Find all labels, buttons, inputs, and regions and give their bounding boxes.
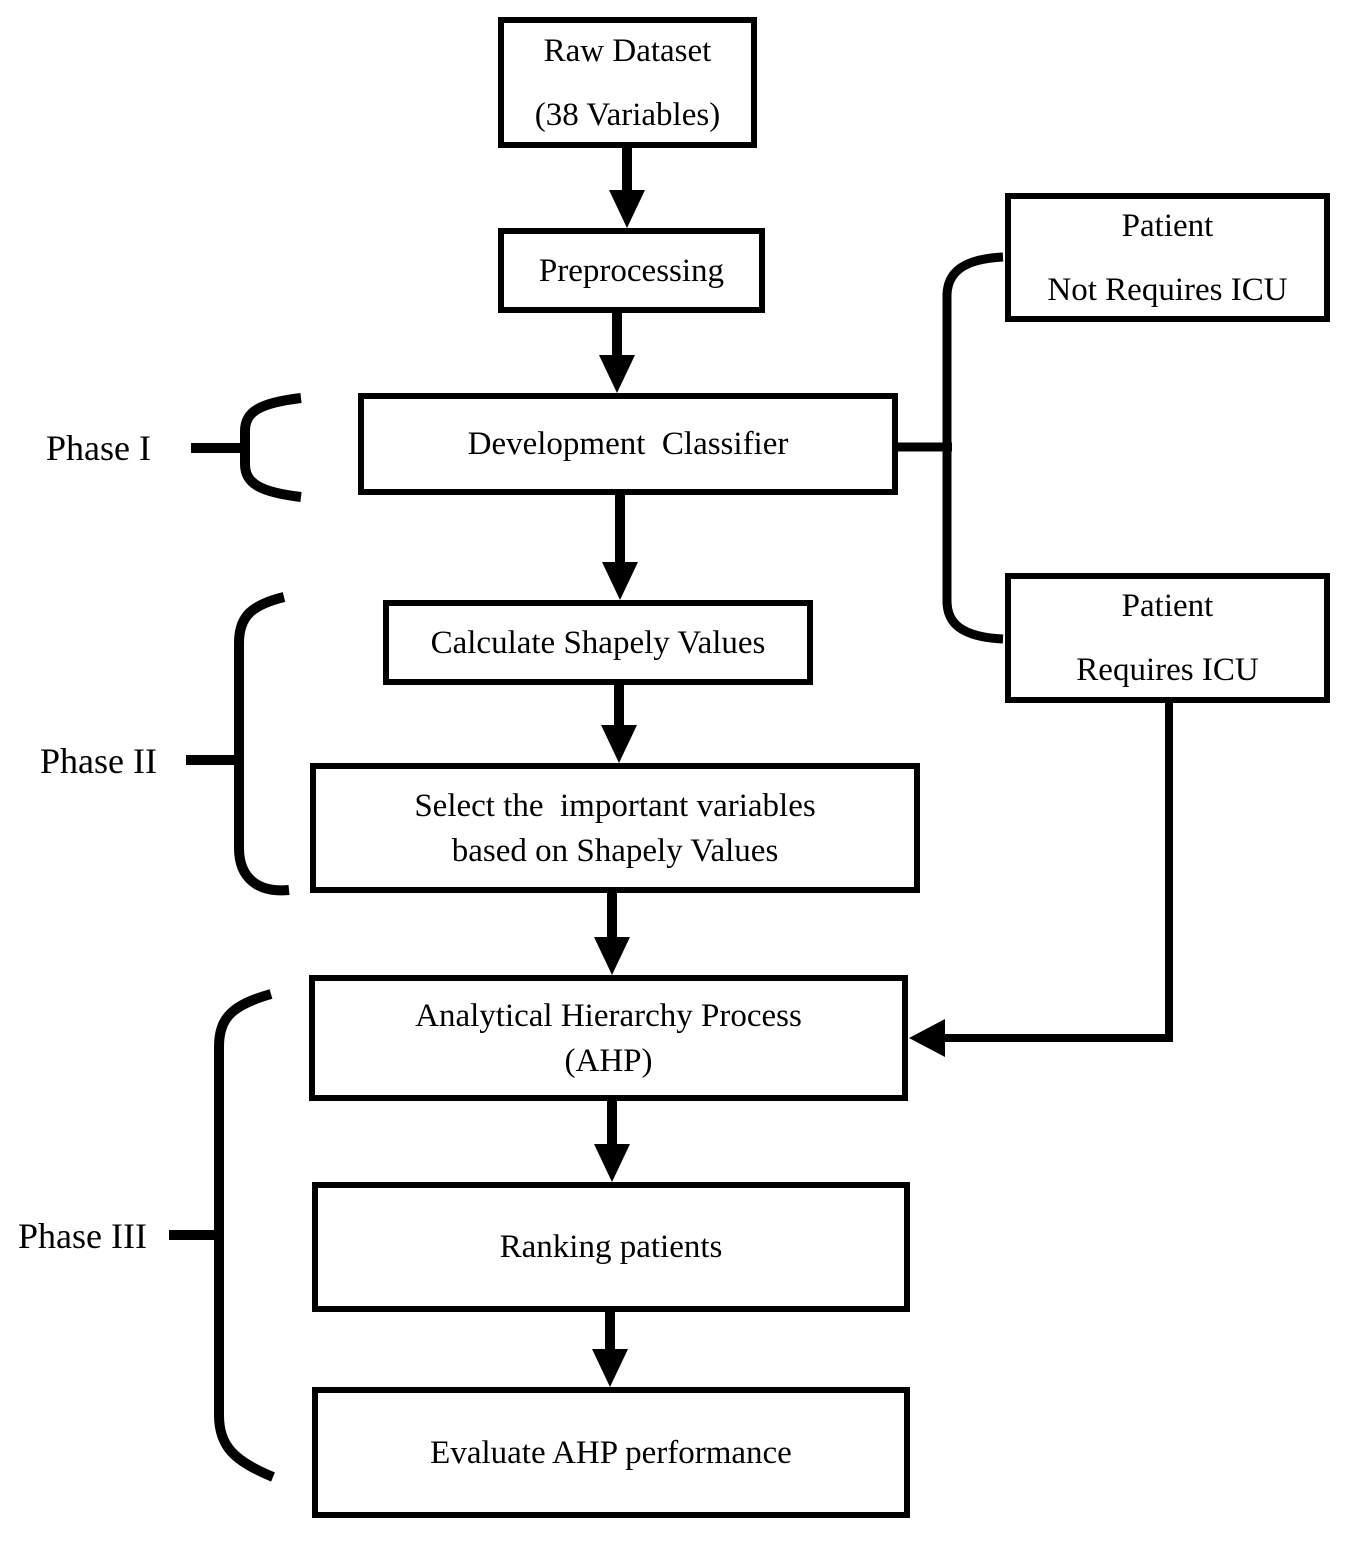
node-text-line: Select the important variables <box>414 787 816 824</box>
node-text-line: Patient <box>1121 207 1214 244</box>
arrow-classifier-to-shapely <box>602 493 638 600</box>
brace-phase-2 <box>186 592 290 896</box>
node-text-line: based on Shapely Values <box>451 832 779 869</box>
node-text-line: (AHP) <box>564 1042 653 1079</box>
node-patient-requires-icu: Patient Requires ICU <box>1005 573 1330 703</box>
node-text-line: Requires ICU <box>1076 652 1259 688</box>
node-raw-dataset: Raw Dataset (38 Variables) <box>498 17 757 148</box>
brace-phase-3 <box>169 989 275 1482</box>
node-text-line: Patient <box>1121 588 1214 624</box>
node-text-line: Raw Dataset <box>543 32 712 69</box>
node-text-line: Calculate Shapely Values <box>430 624 766 661</box>
node-calculate-shapely-values: Calculate Shapely Values <box>383 600 813 685</box>
node-text-line: Development Classifier <box>467 426 789 462</box>
arrow-select-to-ahp <box>594 891 630 975</box>
connector-patient-icu-to-ahp <box>909 701 1173 1057</box>
node-text-line: Not Requires ICU <box>1047 271 1288 308</box>
phase-3-label: Phase III <box>18 1216 147 1256</box>
node-ranking-patients: Ranking patients <box>312 1182 910 1312</box>
connector-classifier-to-outcomes <box>896 252 1004 644</box>
arrow-raw-to-preprocessing <box>609 146 645 228</box>
node-text-line: Analytical Hierarchy Process <box>415 997 802 1034</box>
phase-2-label: Phase II <box>40 741 157 781</box>
arrow-shapely-to-select <box>601 683 637 763</box>
node-analytical-hierarchy-process: Analytical Hierarchy Process (AHP) <box>309 975 908 1101</box>
arrow-ahp-to-ranking <box>594 1099 630 1182</box>
arrow-ranking-to-evaluate <box>592 1310 628 1387</box>
node-evaluate-ahp-performance: Evaluate AHP performance <box>312 1387 910 1518</box>
node-patient-not-requires-icu: Patient Not Requires ICU <box>1005 193 1330 322</box>
node-select-important-variables: Select the important variables based on … <box>310 763 920 893</box>
brace-phase-1 <box>191 393 302 502</box>
node-preprocessing: Preprocessing <box>498 228 765 313</box>
node-text-line: Evaluate AHP performance <box>430 1434 792 1471</box>
node-text-line: (38 Variables) <box>534 96 721 133</box>
arrow-preprocessing-to-classifier <box>599 311 635 393</box>
phase-1-label: Phase I <box>46 428 151 468</box>
node-development-classifier: Development Classifier <box>358 393 898 495</box>
node-text-line: Preprocessing <box>538 252 725 289</box>
node-text-line: Ranking patients <box>499 1229 723 1265</box>
